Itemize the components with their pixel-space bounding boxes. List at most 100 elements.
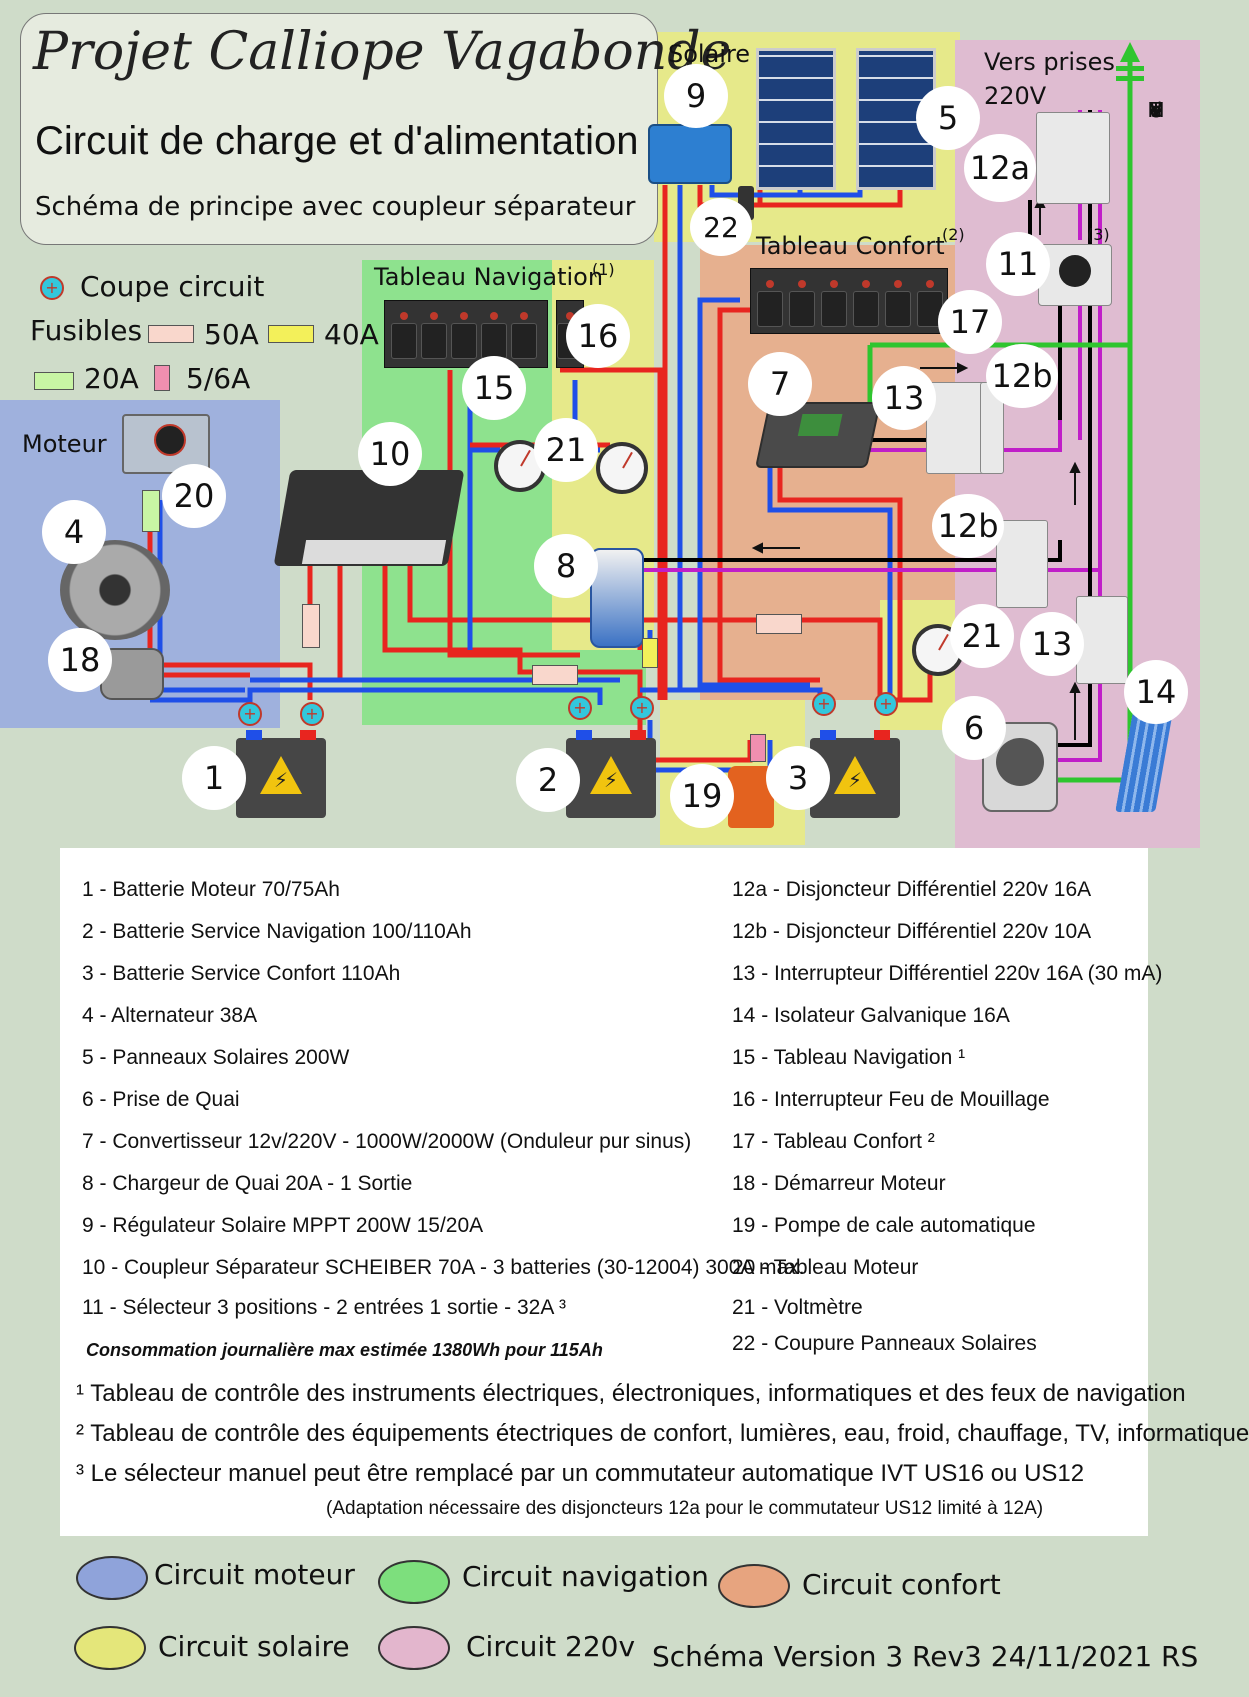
wire-alternator-negative — [157, 500, 245, 693]
solar-panel-1-icon — [756, 48, 836, 190]
circuit-label: Circuit confort — [802, 1568, 1001, 1601]
number-8: 8 — [534, 534, 598, 598]
page-subtitle: Circuit de charge et d'alimentation — [35, 119, 639, 163]
confort-switch[interactable] — [853, 280, 879, 327]
legend-item: 8 - Chargeur de Quai 20A - 1 Sortie — [82, 1172, 413, 1195]
label-moteur: Moteur — [22, 430, 107, 458]
confort-switch[interactable] — [821, 280, 847, 327]
legend-item: 5 - Panneaux Solaires 200W — [82, 1046, 350, 1069]
coupe-circuit-icon[interactable]: + — [568, 696, 592, 720]
legend-item: 17 - Tableau Confort ² — [732, 1130, 935, 1153]
number-18: 18 — [48, 628, 112, 692]
nav-switch[interactable] — [391, 312, 417, 359]
legend-item: 21 - Voltmètre — [732, 1296, 863, 1319]
nav-switch[interactable] — [481, 312, 507, 359]
footnote-2: ² Tableau de contrôle des équipements ét… — [76, 1420, 1249, 1447]
number-21-upper: 21 — [534, 418, 598, 482]
legend-item: 11 - Sélecteur 3 positions - 2 entrées 1… — [82, 1296, 567, 1319]
confort-switch[interactable] — [757, 280, 783, 327]
legend-item: 6 - Prise de Quai — [82, 1088, 240, 1111]
number-15: 15 — [462, 356, 526, 420]
label-tableau-confort: Tableau Confort — [756, 232, 945, 260]
breaker-12a[interactable] — [1036, 112, 1110, 204]
label-solaire: Solaire — [668, 40, 751, 68]
fuse-40a-charger — [642, 638, 658, 668]
coupe-circuit-icon: + — [40, 276, 64, 300]
number-3: 3 — [766, 746, 830, 810]
confort-switch[interactable] — [789, 280, 815, 327]
wire-panel-2-positive — [760, 185, 903, 208]
legend-item: 2 - Batterie Service Navigation 100/110A… — [82, 920, 472, 943]
label-selector-sup: (3) — [1087, 225, 1110, 244]
legend-item: 1 - Batterie Moteur 70/75Ah — [82, 878, 340, 901]
wire-bilge-positive — [637, 700, 753, 763]
key-20a: 20A — [84, 362, 139, 395]
breaker-13-lower[interactable] — [1076, 596, 1128, 684]
fuse-5a-bilge — [750, 734, 766, 762]
number-17: 17 — [938, 290, 1002, 354]
number-11: 11 — [986, 232, 1050, 296]
label-tableau-navigation-sup: (1) — [592, 260, 615, 279]
battery-2: ⚡ — [566, 730, 656, 818]
selector-switch-icon[interactable] — [1038, 244, 1112, 306]
fuse-20a-swatch — [34, 372, 74, 390]
earth-symbol — [1116, 42, 1144, 81]
key-coupe-circuit: Coupe circuit — [80, 270, 265, 303]
circuit-label: Circuit navigation — [462, 1560, 709, 1593]
number-22: 22 — [690, 198, 752, 256]
number-19: 19 — [670, 764, 734, 828]
nav-switch[interactable] — [511, 312, 537, 359]
voltmeter-2 — [596, 442, 648, 494]
fuse-50a-coupler — [302, 604, 320, 648]
number-12b-upper: 12b — [986, 344, 1058, 408]
consumption-note: Consommation journalière max estimée 138… — [86, 1340, 603, 1360]
engine-panel-icon — [122, 414, 210, 474]
circuit-label: Circuit solaire — [158, 1630, 350, 1663]
coupler-label-plate — [301, 540, 447, 564]
legend-item: 22 - Coupure Panneaux Solaires — [732, 1332, 1037, 1355]
breaker-12b-lower[interactable] — [996, 520, 1048, 608]
legend-item: 7 - Convertisseur 12v/220V - 1000W/2000W… — [82, 1130, 692, 1153]
key-fusibles: Fusibles — [30, 314, 143, 347]
wire-nav-positive — [447, 370, 580, 658]
legend-item: 13 - Interrupteur Différentiel 220v 16A … — [732, 962, 1163, 985]
coupe-circuit-icon[interactable]: + — [238, 702, 262, 726]
key-5a: 5/6A — [186, 362, 251, 395]
title-box: Projet Calliope Vagabonde Circuit de cha… — [20, 13, 731, 245]
nav-switch[interactable] — [421, 312, 447, 359]
wire-anchor-light — [560, 367, 663, 700]
coupe-circuit-icon[interactable]: + — [812, 692, 836, 716]
number-9: 9 — [664, 64, 728, 128]
circuit-color-swatch — [74, 1626, 146, 1670]
fuse-50a-swatch — [148, 325, 194, 343]
shore-charger-icon — [590, 548, 644, 648]
page-title: Projet Calliope Vagabonde — [33, 22, 732, 82]
wire-inverter-negative — [767, 440, 893, 700]
fuse-20a-engine — [142, 490, 160, 532]
label-tableau-confort-sup: (2) — [942, 225, 965, 244]
number-21-lower: 21 — [950, 604, 1014, 668]
coupe-circuit-icon[interactable]: + — [300, 702, 324, 726]
label-vers-prises: Vers prises — [984, 48, 1115, 76]
circuit-color-swatch — [378, 1626, 450, 1670]
legend-item: 9 - Régulateur Solaire MPPT 200W 15/20A — [82, 1214, 484, 1237]
legend-item: 18 - Démarreur Moteur — [732, 1172, 946, 1195]
number-13-upper: 13 — [872, 366, 936, 430]
coupe-circuit-icon[interactable]: + — [630, 696, 654, 720]
version-label: Schéma Version 3 Rev3 24/11/2021 RS — [652, 1640, 1199, 1673]
confort-switch[interactable] — [917, 280, 943, 327]
number-13-lower: 13 — [1020, 612, 1084, 676]
number-7: 7 — [748, 352, 812, 416]
number-12a: 12a — [964, 134, 1036, 202]
circuit-color-swatch — [718, 1564, 790, 1608]
wire-confort-positive — [717, 307, 820, 683]
key-50a: 50A — [204, 318, 259, 351]
label-tableau-navigation: Tableau Navigation — [374, 263, 604, 291]
number-12b-lower: 12b — [932, 494, 1004, 558]
coupe-circuit-icon[interactable]: + — [874, 692, 898, 716]
nav-switch[interactable] — [451, 312, 477, 359]
footnote-4: (Adaptation nécessaire des disjoncteurs … — [326, 1498, 1044, 1519]
confort-switch[interactable] — [885, 280, 911, 327]
tableau-navigation-panel — [384, 300, 548, 368]
number-4: 4 — [42, 500, 106, 564]
